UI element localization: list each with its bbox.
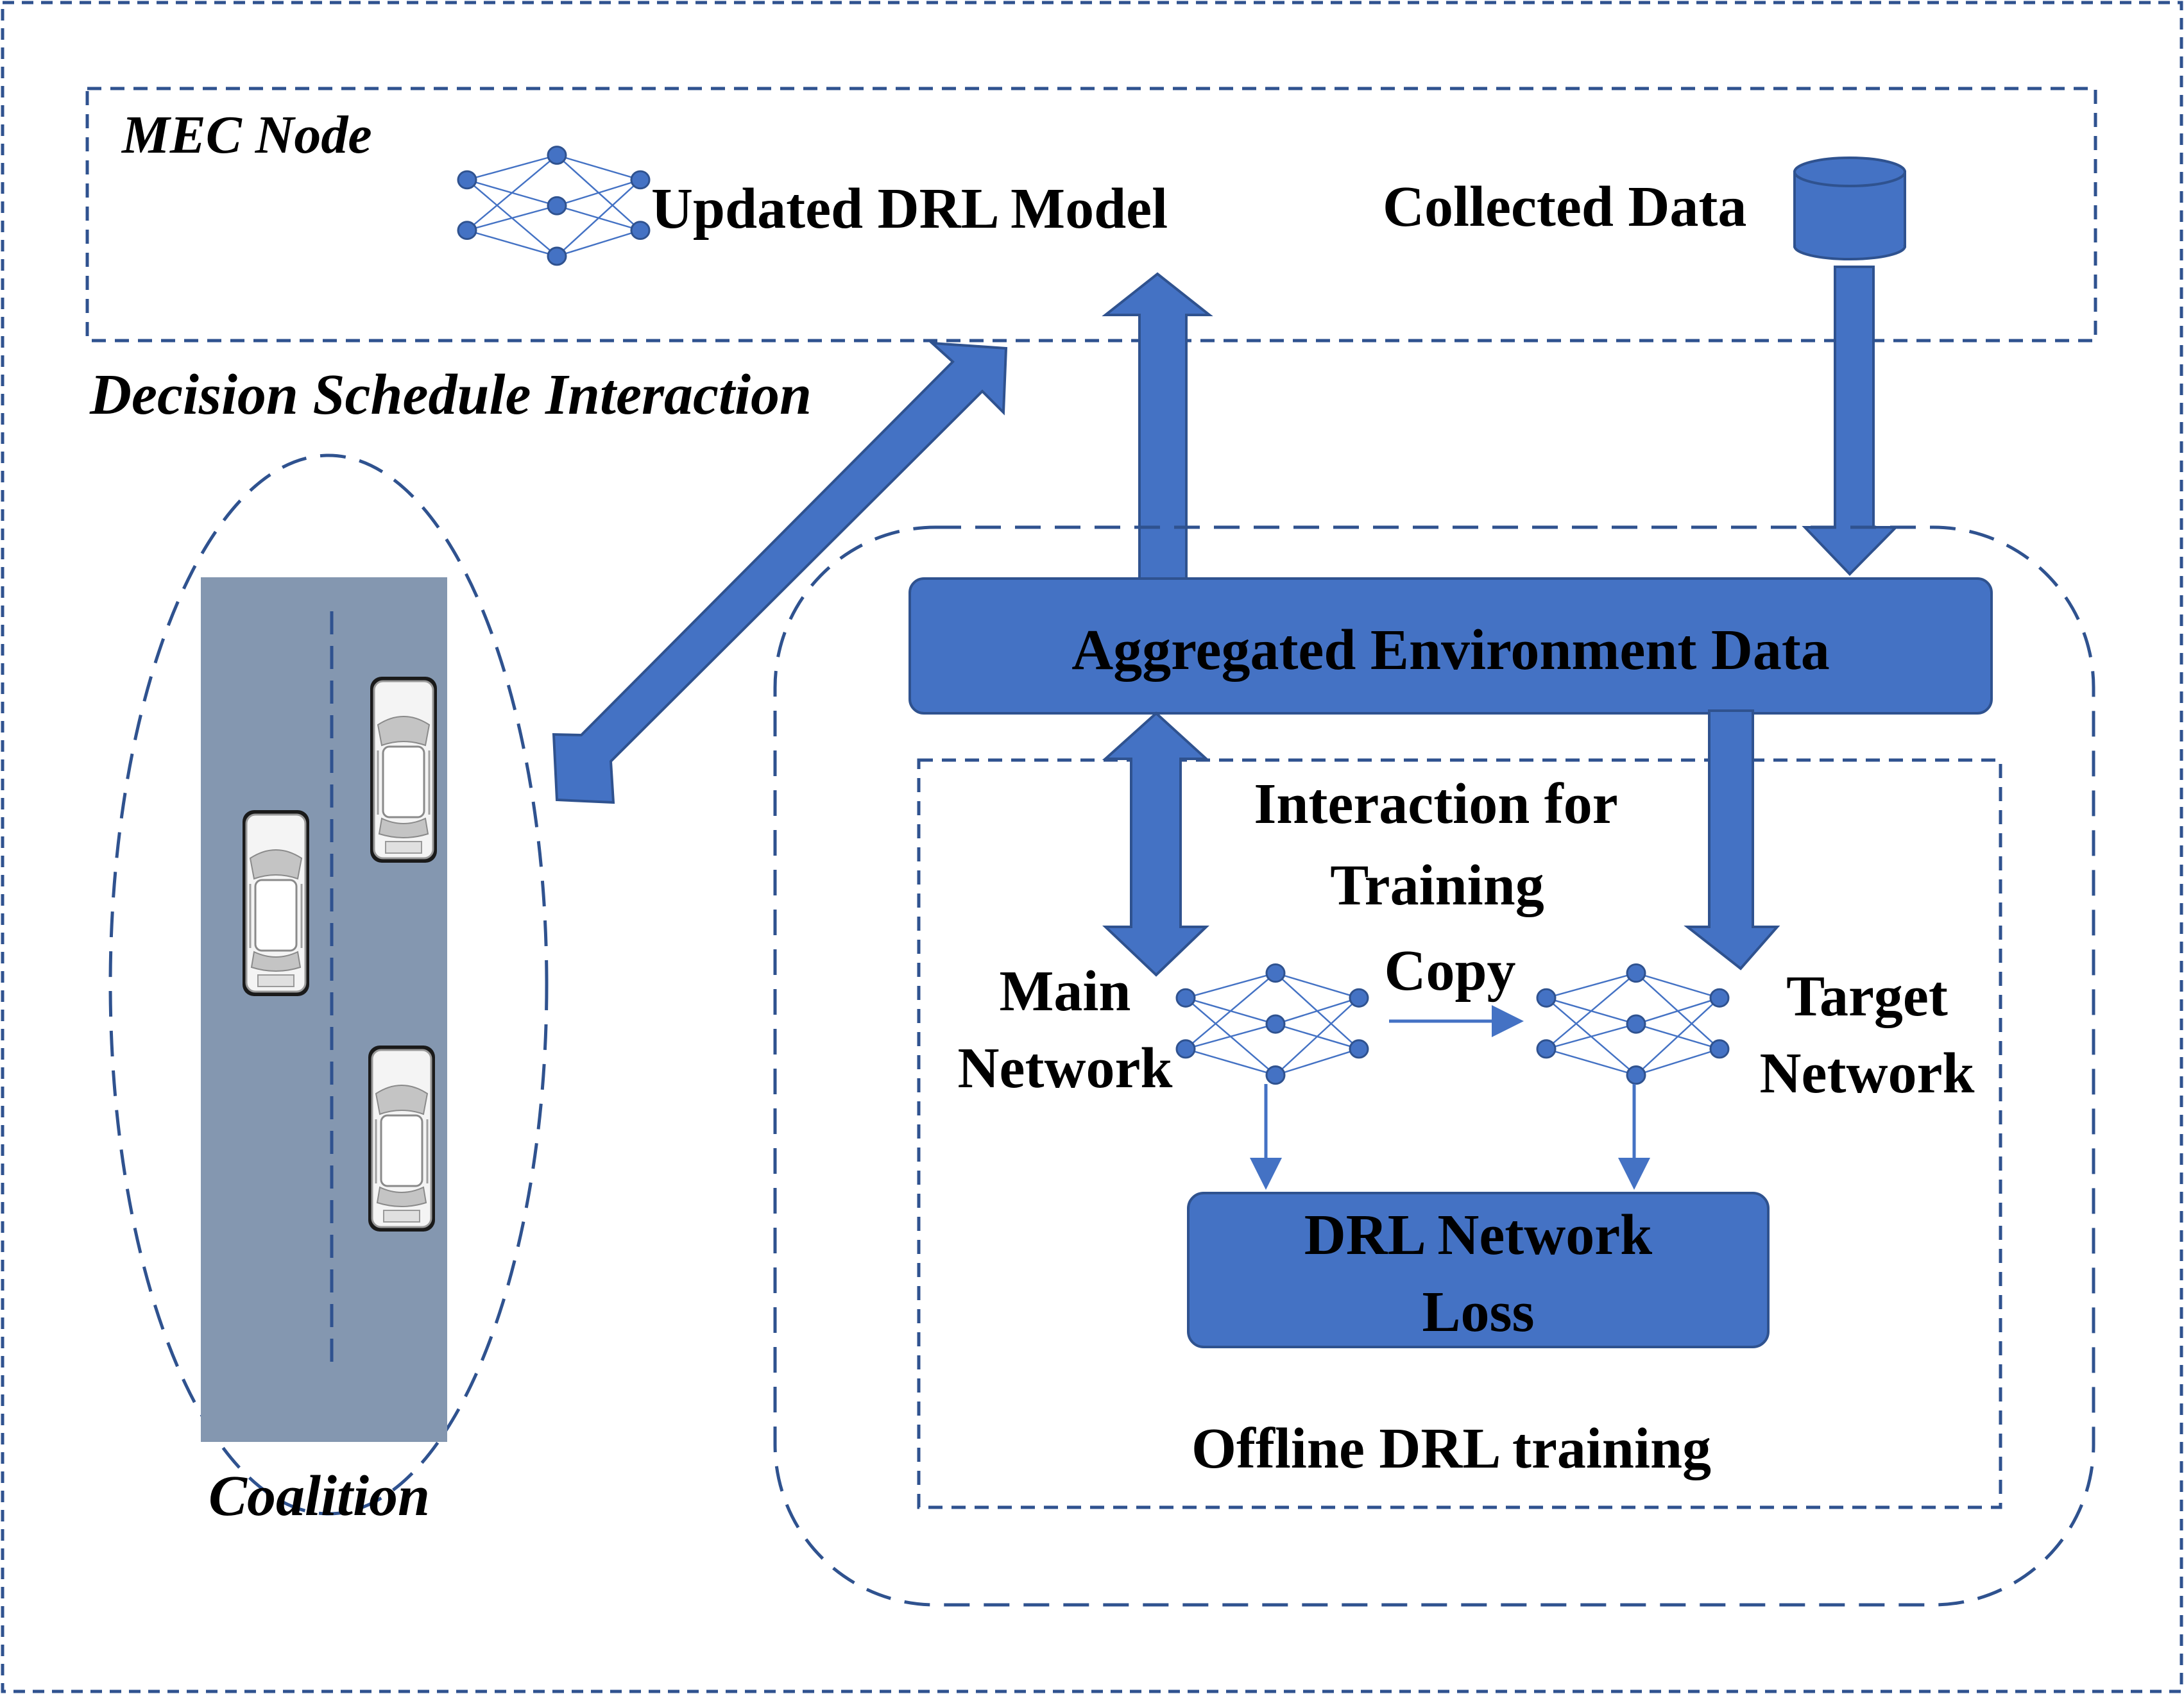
updated-drl-model-label: Updated DRL Model: [651, 177, 1168, 241]
drl-loss-label-line2: Loss: [1422, 1280, 1534, 1344]
car-top-view-icon: [369, 675, 438, 864]
database-cylinder-icon: [1793, 157, 1906, 260]
target-network-label-line1: Target: [1786, 965, 1948, 1028]
model-update-arrow: [1102, 272, 1213, 580]
neural-network-icon-mec: [457, 146, 651, 266]
neural-network-icon-target: [1536, 963, 1730, 1085]
training-boundary: [773, 525, 2095, 1607]
drl-loss-box: [1187, 1192, 1770, 1348]
offline-training-box: [917, 758, 2002, 1509]
decision-interaction-arrow: [552, 341, 1008, 804]
interaction-training-label-line1: Interaction for: [1254, 772, 1617, 836]
mec-node-box: [85, 87, 2097, 343]
target-feed-arrow: [1684, 709, 1780, 970]
aggregated-data-label: Aggregated Environment Data: [1071, 618, 1830, 682]
target-network-label-line2: Network: [1760, 1042, 1975, 1105]
car-top-view-icon: [241, 809, 311, 997]
main-network-label-line2: Network: [958, 1037, 1173, 1100]
car-top-view-icon: [367, 1044, 436, 1233]
offline-training-label: Offline DRL training: [1191, 1417, 1711, 1480]
interaction-training-label-line2: Training: [1330, 854, 1544, 917]
coalition-label: Coalition: [209, 1464, 430, 1528]
neural-network-icon-main: [1175, 963, 1369, 1085]
training-interaction-arrow: [1102, 711, 1210, 977]
copy-label: Copy: [1384, 939, 1515, 1003]
decision-schedule-label: Decision Schedule Interaction: [89, 363, 812, 427]
mec-node-title: MEC Node: [121, 105, 372, 165]
drl-loss-label-line1: DRL Network: [1304, 1203, 1652, 1267]
coalition-boundary: [108, 453, 549, 1516]
main-network-label-line1: Main: [999, 960, 1130, 1023]
collected-data-label: Collected Data: [1383, 175, 1746, 239]
aggregated-data-box: [909, 577, 1993, 715]
